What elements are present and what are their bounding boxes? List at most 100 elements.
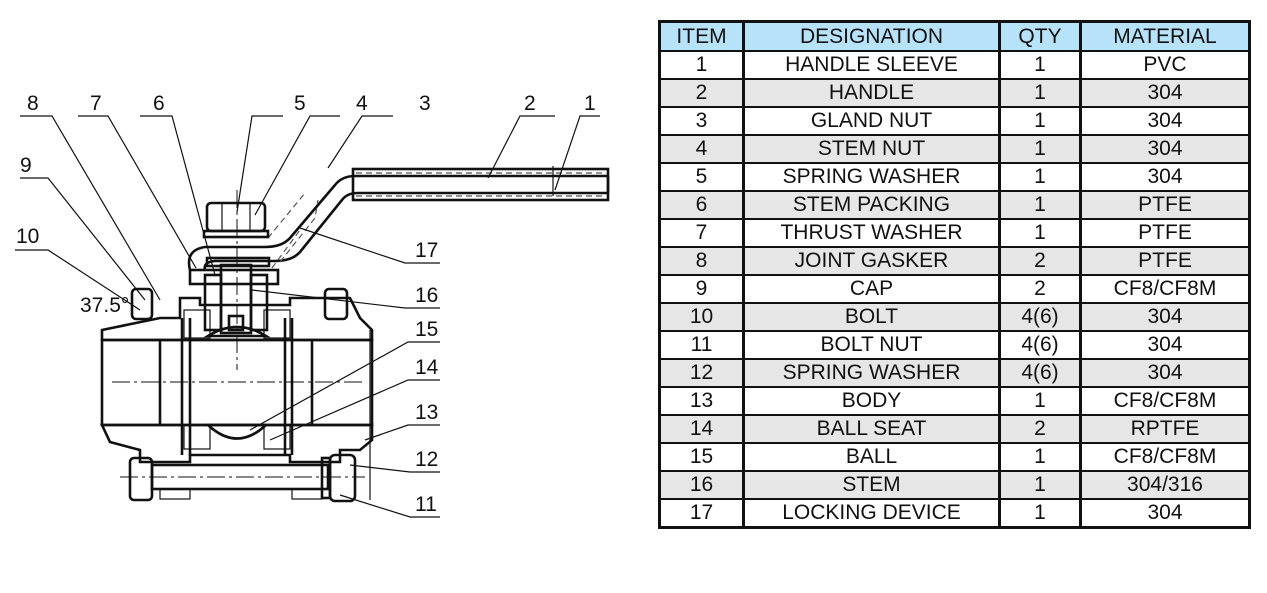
cell-material: 304	[1079, 498, 1251, 529]
cell-material: 304	[1079, 330, 1251, 360]
cell-qty: 2	[998, 274, 1082, 304]
cell-designation: GLAND NUT	[742, 106, 1001, 136]
locking-device	[267, 192, 319, 269]
ball	[203, 325, 271, 440]
cell-designation: BALL	[742, 442, 1001, 472]
cell-qty: 4(6)	[998, 302, 1082, 332]
cell-material: CF8/CF8M	[1079, 274, 1251, 304]
header-material: MATERIAL	[1079, 20, 1251, 52]
cell-material: 304	[1079, 162, 1251, 192]
cell-item: 5	[658, 162, 745, 192]
callout-12: 12	[415, 448, 438, 471]
cell-item: 16	[658, 470, 745, 500]
cell-material: CF8/CF8M	[1079, 442, 1251, 472]
cell-item: 12	[658, 358, 745, 388]
cell-item: 6	[658, 190, 745, 220]
cell-material: PTFE	[1079, 190, 1251, 220]
cell-designation: STEM PACKING	[742, 190, 1001, 220]
cell-qty: 1	[998, 386, 1082, 416]
cell-qty: 1	[998, 106, 1082, 136]
cell-item: 10	[658, 302, 745, 332]
stem-nut	[202, 201, 270, 239]
callout-11: 11	[415, 493, 437, 516]
cell-material: PVC	[1079, 50, 1251, 80]
callout-2: 2	[524, 92, 536, 115]
cell-qty: 1	[998, 134, 1082, 164]
ball-seats	[183, 309, 291, 450]
cell-designation: JOINT GASKER	[742, 246, 1001, 276]
callout-7: 7	[90, 92, 102, 115]
callout-8: 8	[27, 92, 39, 115]
cell-item: 1	[658, 50, 745, 80]
cell-designation: BOLT NUT	[742, 330, 1001, 360]
cell-designation: HANDLE	[742, 78, 1001, 108]
cell-item: 15	[658, 442, 745, 472]
header-designation: DESIGNATION	[742, 20, 1001, 52]
cell-item: 17	[658, 498, 745, 529]
callout-15: 15	[415, 318, 438, 341]
callout-17: 17	[415, 239, 438, 262]
cell-material: PTFE	[1079, 246, 1251, 276]
cell-material: 304	[1079, 78, 1251, 108]
cell-designation: THRUST WASHER	[742, 218, 1001, 248]
angle-annotation: 37.5°	[80, 294, 129, 317]
cell-item: 3	[658, 106, 745, 136]
cell-designation: CAP	[742, 274, 1001, 304]
callout-3: 3	[419, 92, 431, 115]
callout-16: 16	[415, 284, 438, 307]
cell-designation: SPRING WASHER	[742, 162, 1001, 192]
header-qty: QTY	[998, 20, 1082, 52]
cell-item: 14	[658, 414, 745, 444]
cell-qty: 1	[998, 50, 1082, 80]
cell-item: 9	[658, 274, 745, 304]
cell-qty: 1	[998, 162, 1082, 192]
cell-designation: BOLT	[742, 302, 1001, 332]
callout-4: 4	[356, 92, 368, 115]
cell-qty: 1	[998, 78, 1082, 108]
cell-material: 304	[1079, 106, 1251, 136]
cell-qty: 4(6)	[998, 358, 1082, 388]
cell-item: 7	[658, 218, 745, 248]
cell-designation: BODY	[742, 386, 1001, 416]
cell-material: 304	[1079, 302, 1251, 332]
cell-qty: 1	[998, 470, 1082, 500]
valve-cross-section-drawing: 1 2 3 4 5 6 7 8 9 10 11 12 13 14 15 16 1…	[15, 92, 610, 518]
gland-area	[188, 256, 280, 335]
callout-10: 10	[16, 225, 39, 248]
cell-material: 304	[1079, 134, 1251, 164]
cell-qty: 2	[998, 246, 1082, 276]
cell-item: 4	[658, 134, 745, 164]
callout-labels: 1 2 3 4 5 6 7 8 9 10 11 12 13 14 15 16 1…	[16, 92, 596, 516]
callout-9: 9	[20, 154, 32, 177]
cell-designation: STEM NUT	[742, 134, 1001, 164]
cell-item: 2	[658, 78, 745, 108]
cell-qty: 2	[998, 414, 1082, 444]
cell-qty: 1	[998, 498, 1082, 529]
cell-item: 8	[658, 246, 745, 276]
cell-material: PTFE	[1079, 218, 1251, 248]
cell-designation: STEM	[742, 470, 1001, 500]
cell-qty: 1	[998, 218, 1082, 248]
cell-material: CF8/CF8M	[1079, 386, 1251, 416]
cell-qty: 1	[998, 442, 1082, 472]
cell-designation: SPRING WASHER	[742, 358, 1001, 388]
cell-material: 304	[1079, 358, 1251, 388]
callout-6: 6	[153, 92, 165, 115]
callout-1: 1	[584, 92, 596, 115]
cell-material: RPTFE	[1079, 414, 1251, 444]
cell-qty: 4(6)	[998, 330, 1082, 360]
callout-14: 14	[415, 356, 439, 379]
